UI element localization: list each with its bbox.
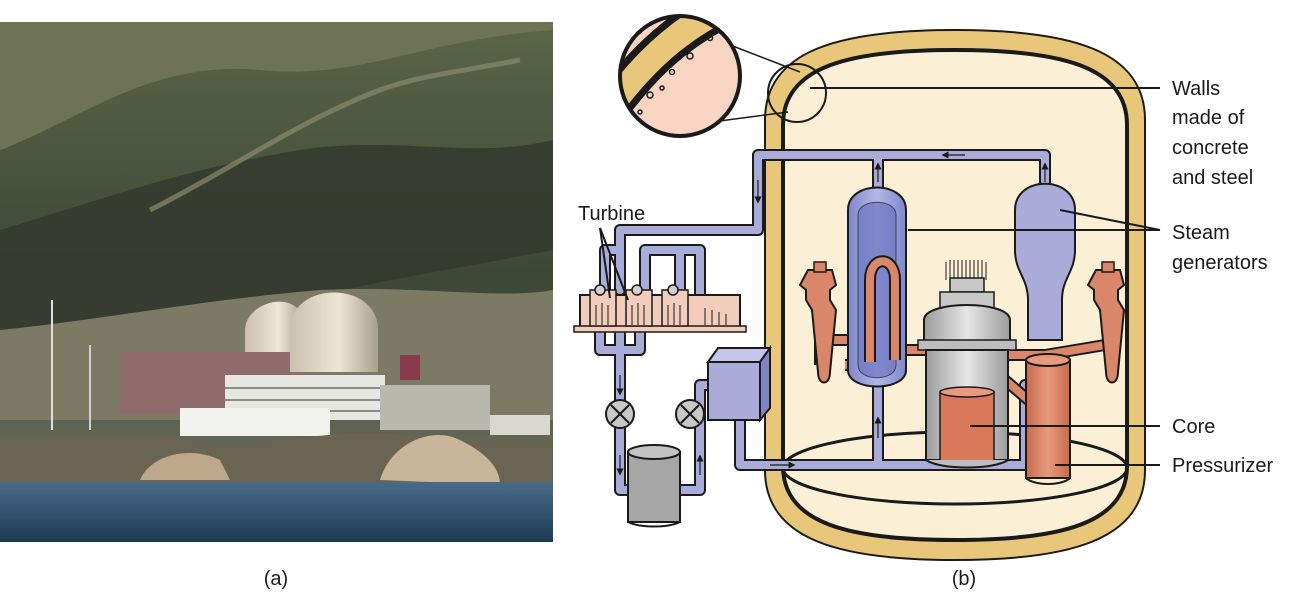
flow-arrows bbox=[616, 151, 1049, 476]
steam-generator-2 bbox=[1014, 182, 1076, 341]
coolant-pump-left bbox=[798, 261, 838, 384]
valve-2 bbox=[675, 399, 705, 429]
feed-pump-box bbox=[706, 344, 772, 423]
wall-detail-magnifier bbox=[618, 14, 742, 138]
pressurizer bbox=[1025, 353, 1071, 485]
red-structure bbox=[400, 355, 420, 380]
dark-slope bbox=[0, 140, 553, 340]
leader-lines bbox=[810, 87, 1161, 466]
rock-outcrop bbox=[380, 434, 500, 485]
panel-a-photo bbox=[0, 22, 553, 542]
reactor-vessel bbox=[917, 260, 1017, 469]
ridge-top bbox=[0, 22, 553, 150]
pressurizer-label: Pressurizer bbox=[1172, 455, 1273, 477]
core-label: Core bbox=[1172, 416, 1215, 438]
steam-generators-label-line-2: generators bbox=[1172, 252, 1268, 274]
coolant-pump-right bbox=[1086, 261, 1126, 384]
hill-road bbox=[148, 57, 521, 213]
panel-b-diagram bbox=[573, 14, 1161, 562]
valve-1 bbox=[605, 399, 635, 429]
ocean bbox=[0, 482, 553, 542]
turbine-pointer bbox=[599, 227, 629, 301]
panel-b-caption: (b) bbox=[952, 568, 976, 590]
steam-generator-1 bbox=[847, 186, 907, 388]
steam-generators-label-line-1: Steam bbox=[1172, 222, 1230, 244]
office-block bbox=[180, 408, 330, 436]
turbine bbox=[573, 284, 747, 333]
walls-label-line-3: concrete bbox=[1172, 137, 1249, 159]
auxiliary-building bbox=[380, 385, 490, 430]
containment-dome-2 bbox=[290, 292, 378, 372]
walls-label-line-1: Walls bbox=[1172, 78, 1220, 100]
panel-a-caption: (a) bbox=[264, 568, 288, 590]
condenser-tank bbox=[627, 444, 681, 528]
turbine-label: Turbine bbox=[578, 203, 645, 225]
magnifier-target bbox=[767, 63, 827, 123]
walls-label-line-4: and steel bbox=[1172, 167, 1253, 189]
walls-label-line-2: made of bbox=[1172, 107, 1245, 129]
